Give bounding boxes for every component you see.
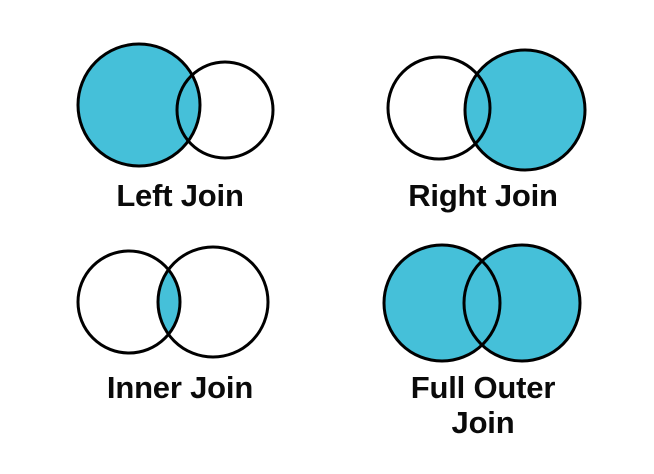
- venn-diagram-full-outer-join: [380, 240, 620, 375]
- full-outer-join-right-circle-outline: [462, 243, 582, 363]
- left-join-svg: [76, 42, 275, 168]
- label-inner-join: Inner Join: [106, 370, 254, 405]
- left-join-right-circle-outline: [175, 60, 275, 160]
- full-outer-join-left-circle-outline: [382, 243, 502, 363]
- right-join-svg: [386, 48, 587, 172]
- left-join-left-circle-outline: [76, 42, 202, 168]
- venn-diagram-inner-join: [70, 240, 310, 375]
- venn-diagram-right-join: [380, 38, 620, 178]
- inner-join-svg: [76, 245, 270, 359]
- right-join-left-circle-outline: [386, 55, 492, 161]
- right-join-right-circle-fill: [465, 50, 585, 170]
- inner-join-left-circle-outline: [76, 249, 182, 355]
- inner-join-right-circle-outline: [156, 245, 270, 359]
- venn-diagram-left-join: [70, 38, 310, 178]
- label-full-outer-join: Full Outer Join: [410, 370, 556, 440]
- label-left-join: Left Join: [116, 178, 244, 213]
- left-join-left-circle-fill: [78, 44, 200, 166]
- label-right-join: Right Join: [408, 178, 558, 213]
- right-join-right-circle-outline: [463, 48, 587, 172]
- full-outer-join-svg: [382, 243, 582, 363]
